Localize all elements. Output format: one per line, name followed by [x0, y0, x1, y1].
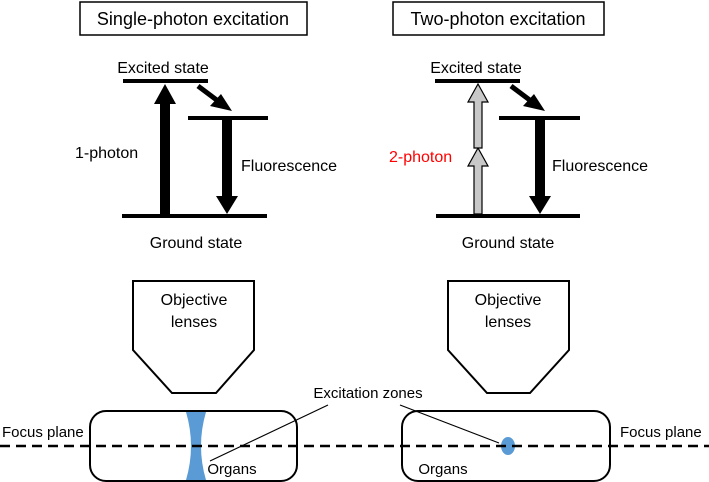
single-photon-objective-label-line1: Objective: [161, 292, 228, 309]
excitation-zones-leader-left: [209, 404, 329, 462]
focus-plane-left-label: Focus plane: [2, 424, 84, 441]
two-photon-title: Two-photon excitation: [410, 9, 585, 29]
two-photon-organs-label: Organs: [418, 461, 467, 478]
two-photon-relaxation-arrow: [509, 84, 545, 111]
two-photon-title-box: [392, 1, 605, 36]
two-photon-excitation-zone: [501, 437, 515, 455]
two-photon-objective-lens: [447, 280, 570, 394]
single-photon-organs-label: Organs: [207, 461, 256, 478]
focus-plane-right-label: Focus plane: [620, 424, 702, 441]
single-photon-ground-state-label: Ground state: [150, 235, 243, 252]
single-photon-objective-label-line2: lenses: [171, 314, 217, 331]
single-photon-title-box: [79, 1, 308, 36]
two-photon-objective-label-line2: lenses: [485, 314, 531, 331]
single-photon-panel: Single-photon excitation Excited state 1…: [75, 1, 337, 482]
single-photon-relaxation-arrow: [196, 84, 232, 111]
shared-annotations: Focus plane Focus plane Excitation zones: [0, 385, 709, 462]
two-photon-lower-photon-arrow: [466, 146, 490, 215]
two-photon-upper-photon-arrow: [466, 82, 490, 149]
single-photon-fluorescence-label: Fluorescence: [241, 158, 337, 175]
single-photon-fluorescence-arrow: [216, 120, 238, 214]
single-photon-title: Single-photon excitation: [97, 9, 289, 29]
single-photon-excited-state-label: Excited state: [117, 60, 209, 77]
excitation-zones-label: Excitation zones: [313, 385, 422, 402]
two-photon-panel: Two-photon excitation Excited state 2-ph…: [389, 1, 648, 482]
two-photon-photon-label: 2-photon: [389, 149, 452, 166]
two-photon-excited-state-label: Excited state: [430, 60, 522, 77]
single-photon-absorption-arrow: [154, 84, 176, 214]
excitation-zones-leader-right: [399, 404, 500, 444]
single-photon-photon-label: 1-photon: [75, 145, 138, 162]
two-photon-fluorescence-label: Fluorescence: [552, 158, 648, 175]
two-photon-ground-state-label: Ground state: [462, 235, 555, 252]
two-photon-fluorescence-arrow: [529, 120, 551, 214]
single-photon-objective-lens: [132, 280, 255, 394]
two-photon-objective-label-line1: Objective: [475, 292, 542, 309]
